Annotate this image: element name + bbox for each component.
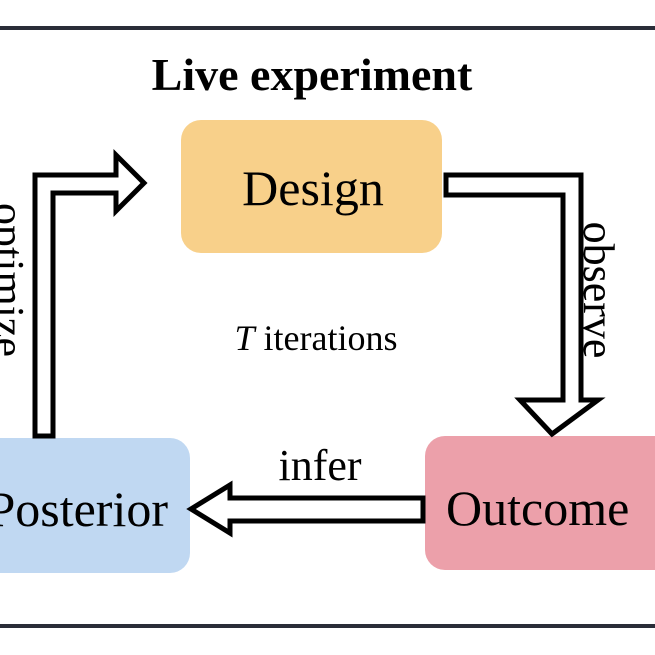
iterations-label: T iterations (235, 318, 398, 358)
infer-label: infer (278, 441, 361, 490)
outcome-label: Outcome (446, 480, 629, 536)
design-label: Design (242, 160, 384, 216)
optimize-arrow (32, 148, 148, 439)
iterations-variable: T (235, 318, 258, 358)
posterior-node: Posterior (0, 438, 190, 573)
posterior-box (0, 438, 190, 573)
observe-label: observe (574, 222, 623, 359)
iterations-text: iterations (255, 318, 398, 358)
design-box (181, 120, 442, 253)
outcome-box (425, 436, 655, 570)
observe-arrow (443, 172, 606, 438)
posterior-label: Posterior (0, 481, 168, 537)
diagram-title: Live experiment (152, 49, 473, 100)
infer-arrow (186, 480, 426, 538)
optimize-label: optimize (0, 203, 33, 357)
outcome-node: Outcome (425, 436, 655, 570)
design-node: Design (181, 120, 442, 253)
frame-border (0, 26, 655, 628)
